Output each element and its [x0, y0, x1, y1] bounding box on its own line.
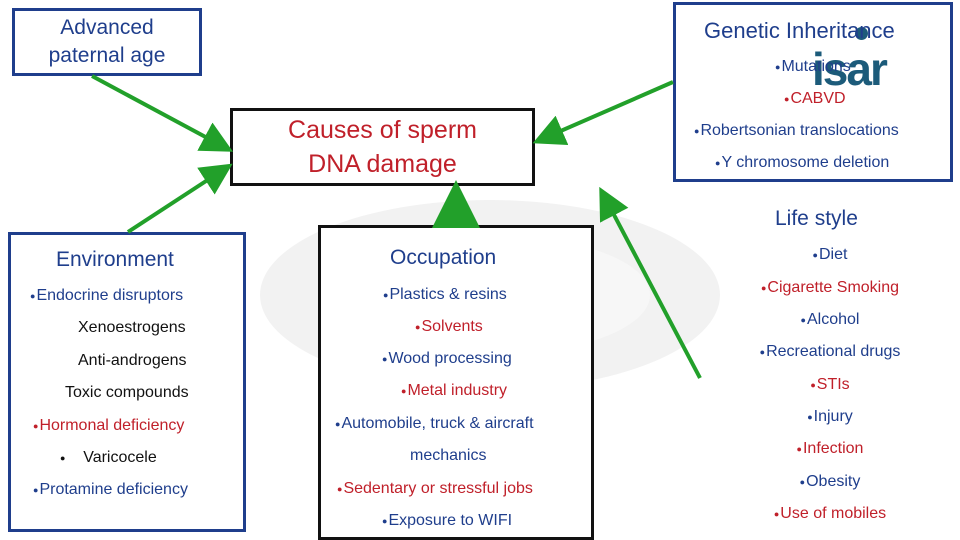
occupation-item-mechanics: mechanics	[410, 447, 487, 464]
lifestyle-title: Life style	[775, 207, 858, 230]
occupation-item-metal: Metal industry	[401, 382, 507, 400]
bullet-icon: ●	[60, 452, 66, 463]
genetic-item-robertsonian: Robertsonian translocations	[694, 122, 898, 140]
occupation-item-solvents: Solvents	[415, 318, 482, 336]
genetic-inheritance-box	[673, 2, 953, 182]
genetic-item-y-deletion: Y chromosome deletion	[715, 154, 889, 172]
arrow-genetic	[532, 80, 674, 146]
causes-title-line1: Causes of sperm	[288, 116, 477, 144]
lifestyle-item-mobiles: Use of mobiles	[740, 505, 920, 523]
lifestyle-item-obesity: Obesity	[740, 473, 920, 491]
lifestyle-item-diet: Diet	[740, 246, 920, 264]
environment-item-toxic: Toxic compounds	[65, 384, 189, 401]
environment-item-varicocele-label: Varicocele	[83, 449, 157, 466]
environment-item-xenoestrogens: Xenoestrogens	[78, 319, 186, 336]
lifestyle-item-injury: Injury	[740, 408, 920, 426]
occupation-item-wifi: Exposure to WIFI	[382, 512, 512, 530]
environment-item-varicocele: ● Varicocele	[60, 449, 157, 467]
lifestyle-item-alcohol: Alcohol	[740, 311, 920, 329]
lifestyle-item-drugs: Recreational drugs	[740, 343, 920, 361]
isar-logo-icon	[855, 27, 868, 40]
occupation-item-automobile: Automobile, truck & aircraft	[335, 415, 533, 433]
lifestyle-item-infection: Infection	[740, 440, 920, 458]
causes-title-line2: DNA damage	[308, 150, 457, 178]
advanced-paternal-age-box	[12, 8, 202, 76]
arrow-environment	[126, 163, 233, 234]
genetic-inheritance-title: Genetic Inheritance	[704, 18, 895, 43]
environment-title: Environment	[56, 248, 174, 271]
lifestyle-item-smoking: Cigarette Smoking	[740, 279, 920, 297]
environment-item-protamine: Protamine deficiency	[33, 481, 188, 499]
advanced-paternal-age-line1: Advanced	[60, 16, 154, 39]
occupation-item-sedentary: Sedentary or stressful jobs	[337, 480, 532, 498]
occupation-item-wood: Wood processing	[382, 350, 511, 368]
environment-item-hormonal: Hormonal deficiency	[33, 417, 184, 435]
occupation-title: Occupation	[390, 246, 497, 269]
environment-item-anti-androgens: Anti-androgens	[78, 352, 187, 369]
advanced-paternal-age-line2: paternal age	[48, 44, 166, 67]
environment-item-endocrine: Endocrine disruptors	[30, 287, 183, 305]
lifestyle-item-stis: STIs	[740, 376, 920, 394]
genetic-item-cabvd: CABVD	[784, 90, 845, 108]
genetic-item-mutations: Mutations	[775, 58, 850, 76]
arrow-paternal-age	[91, 74, 234, 152]
occupation-item-plastics: Plastics & resins	[383, 286, 506, 304]
arrow-lifestyle	[599, 186, 702, 379]
